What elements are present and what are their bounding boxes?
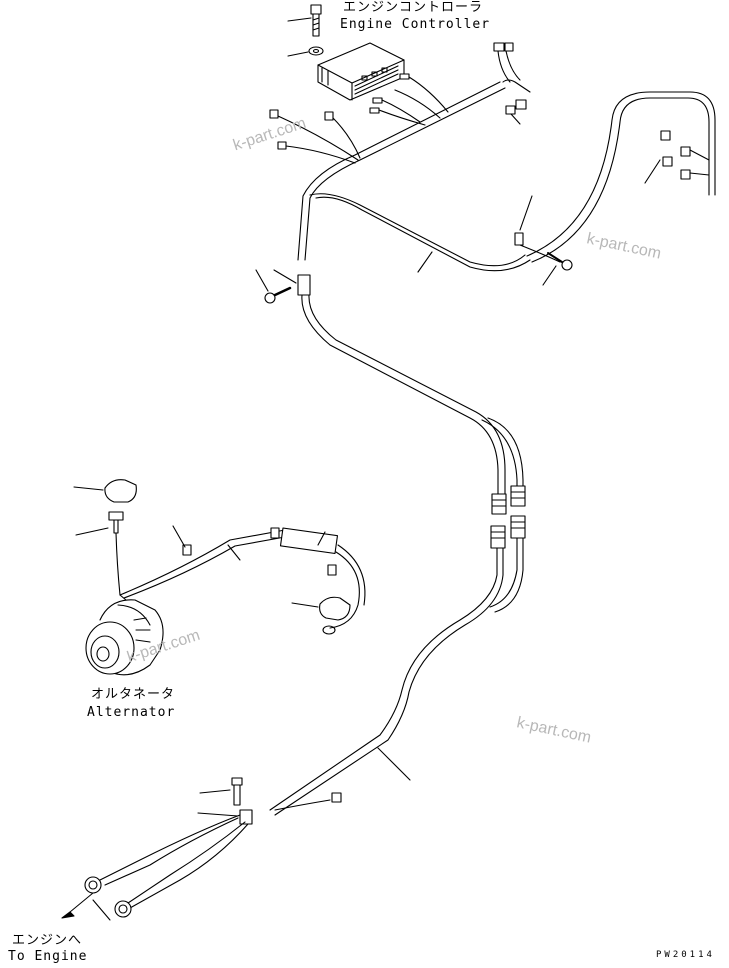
engine-controller-jp-label: エンジンコントローラ <box>343 0 484 15</box>
alternator-boot-icon <box>73 479 137 503</box>
right-loop-harness <box>526 91 716 263</box>
lower-harness <box>61 792 342 921</box>
descending-harness <box>269 294 526 816</box>
terminal-boot-icon <box>291 596 351 635</box>
controller-connectors <box>369 73 449 126</box>
alternator-en-label: Alternator <box>87 705 176 720</box>
alternator-icon <box>85 599 164 676</box>
alternator-lead <box>115 525 366 629</box>
side-connector-icon <box>505 99 527 125</box>
to-engine-en-label: To Engine <box>8 949 88 964</box>
controller-washer-icon <box>287 46 324 57</box>
lower-bolt-icon <box>197 777 243 817</box>
controller-bolt-icon <box>287 4 322 37</box>
engine-controller-en-label: Engine Controller <box>340 17 491 32</box>
left-bolt-icon <box>255 269 292 304</box>
upper-harness <box>269 79 561 272</box>
to-engine-jp-label: エンジンへ <box>12 933 83 948</box>
right-bolt-icon <box>542 252 573 286</box>
alternator-nut-icon <box>75 511 124 536</box>
engine-controller-box <box>317 42 405 101</box>
drawing-code: PW20114 <box>656 950 715 960</box>
top-connector-icon <box>493 42 521 83</box>
alternator-jp-label: オルタネータ <box>91 687 176 702</box>
left-clamp-icon <box>273 269 311 296</box>
